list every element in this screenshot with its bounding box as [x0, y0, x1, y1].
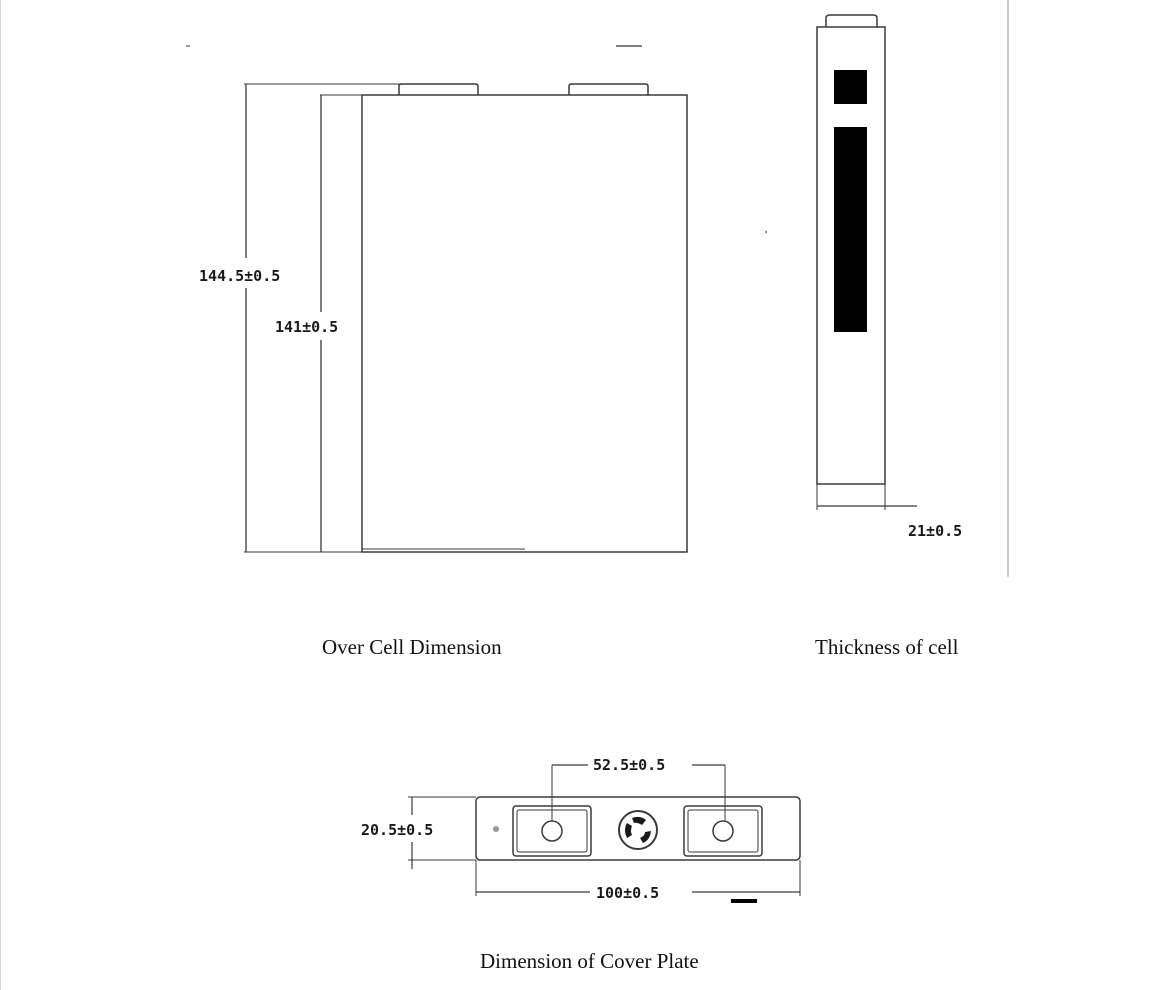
terminal-spacing-label: 52.5±0.5	[593, 756, 665, 774]
front-terminal-left	[398, 83, 479, 95]
stray-mark	[731, 899, 757, 903]
overall-height-label: 144.5±0.5	[199, 267, 280, 285]
cover-terminal-right-hole	[712, 820, 734, 842]
page-left-border	[0, 0, 1, 990]
top-view-caption: Dimension of Cover Plate	[480, 949, 699, 973]
side-view-caption: Thickness of cell	[815, 635, 959, 659]
top-view	[408, 764, 801, 896]
cover-marker-dot	[493, 826, 499, 832]
side-label-block-small	[834, 70, 867, 104]
vent-petals	[625, 816, 651, 843]
cover-terminal-right-outer	[683, 805, 763, 857]
cover-terminal-right-inner	[687, 809, 759, 853]
front-cell-body	[361, 94, 688, 553]
front-view	[244, 83, 688, 553]
plate-width-label: 100±0.5	[596, 884, 659, 902]
body-height-label: 141±0.5	[275, 318, 338, 336]
thickness-label: 21±0.5	[908, 522, 962, 540]
vent-outer-ring	[618, 810, 658, 850]
cover-plate-outline	[475, 796, 801, 861]
stray-mark	[765, 231, 767, 233]
cover-terminal-left-hole	[541, 820, 563, 842]
plate-height-label: 20.5±0.5	[361, 821, 433, 839]
side-label-block-large	[834, 127, 867, 332]
side-terminal	[825, 14, 878, 27]
side-cell-body	[816, 26, 886, 485]
front-terminal-right	[568, 83, 649, 95]
front-view-caption: Over Cell Dimension	[322, 635, 502, 659]
side-view	[816, 14, 917, 510]
